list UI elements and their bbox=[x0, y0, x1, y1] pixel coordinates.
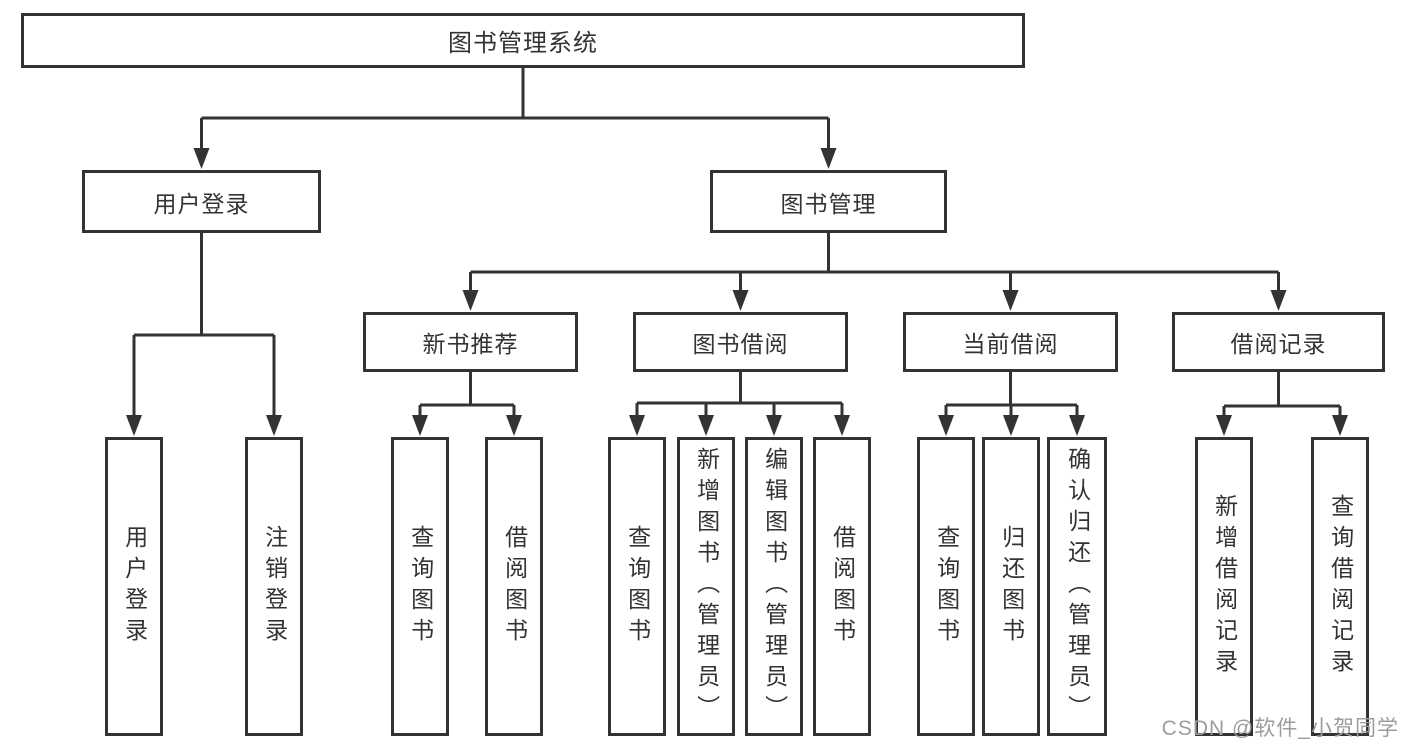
node-library-management-system: 图书管理系统 bbox=[21, 13, 1025, 68]
node-borrowing-records: 借阅记录 bbox=[1172, 312, 1385, 372]
node-user-login: 用户登录 bbox=[82, 170, 321, 233]
leaf-current-query-books: 查询图书 bbox=[917, 437, 975, 736]
leaf-logout: 注销登录 bbox=[245, 437, 303, 736]
node-label: 归还图书 bbox=[998, 524, 1025, 649]
node-label: 图书管理系统 bbox=[448, 30, 598, 57]
leaf-user-login: 用户登录 bbox=[105, 437, 163, 736]
leaf-query-borrow-record: 查询借阅记录 bbox=[1311, 437, 1369, 736]
leaf-return-books: 归还图书 bbox=[982, 437, 1040, 736]
node-label: 查询图书 bbox=[624, 524, 651, 649]
leaf-edit-books-admin: 编辑图书（管理员） bbox=[745, 437, 803, 736]
node-label: 用户登录 bbox=[121, 524, 148, 649]
node-book-borrowing: 图书借阅 bbox=[633, 312, 848, 372]
node-label: 用户登录 bbox=[153, 190, 250, 217]
leaf-add-books-admin: 新增图书（管理员） bbox=[677, 437, 735, 736]
node-label: 查询图书 bbox=[933, 524, 960, 649]
leaf-recommend-query-books: 查询图书 bbox=[391, 437, 449, 736]
node-label: 查询借阅记录 bbox=[1327, 493, 1354, 680]
node-label: 确认归还（管理员） bbox=[1064, 447, 1091, 726]
node-label: 新增图书（管理员） bbox=[693, 447, 720, 726]
node-current-borrowing: 当前借阅 bbox=[903, 312, 1118, 372]
node-label: 图书借阅 bbox=[692, 331, 789, 357]
node-new-book-recommend: 新书推荐 bbox=[363, 312, 578, 372]
leaf-borrow-books: 借阅图书 bbox=[813, 437, 871, 736]
node-label: 新书推荐 bbox=[422, 331, 519, 357]
leaf-confirm-return-admin: 确认归还（管理员） bbox=[1047, 437, 1107, 736]
node-label: 图书管理 bbox=[780, 190, 877, 217]
node-label: 借阅记录 bbox=[1230, 331, 1327, 357]
csdn-watermark: CSDN @软件_小贺同学 bbox=[1161, 717, 1399, 740]
node-label: 编辑图书（管理员） bbox=[761, 447, 788, 726]
node-label: 借阅图书 bbox=[501, 524, 528, 649]
node-label: 借阅图书 bbox=[829, 524, 856, 649]
leaf-recommend-borrow-books: 借阅图书 bbox=[485, 437, 543, 736]
node-label: 当前借阅 bbox=[962, 331, 1059, 357]
node-label: 注销登录 bbox=[261, 524, 288, 649]
leaf-add-borrow-record: 新增借阅记录 bbox=[1195, 437, 1253, 736]
node-label: 查询图书 bbox=[407, 524, 434, 649]
node-book-management: 图书管理 bbox=[710, 170, 947, 233]
node-label: 新增借阅记录 bbox=[1211, 493, 1238, 680]
leaf-borrowing-query-books: 查询图书 bbox=[608, 437, 666, 736]
